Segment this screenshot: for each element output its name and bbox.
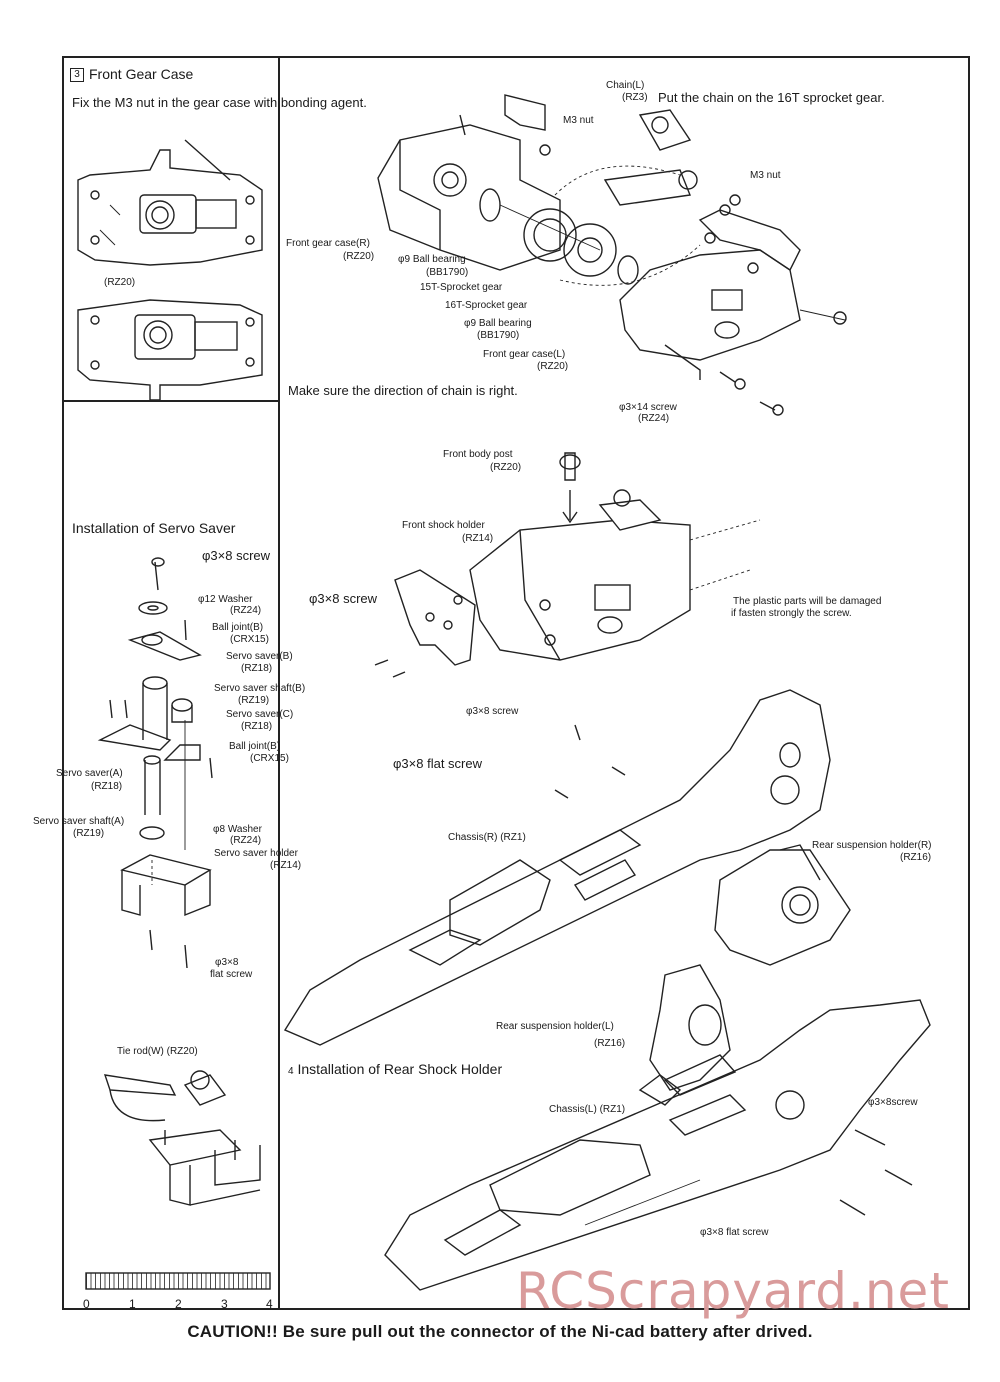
rear-holder-r-code: (RZ16) xyxy=(900,852,932,863)
washer-8-code: (RZ24) xyxy=(230,835,262,846)
front-shock-holder-code: (RZ14) xyxy=(462,533,494,544)
ball-bearing-1-label: φ9 Ball bearing xyxy=(398,254,466,265)
scale-label-1: 1 xyxy=(129,1297,136,1311)
rear-shock-title: Installation of Rear Shock Holder xyxy=(297,1061,503,1077)
gear-case-drawing-bottom xyxy=(77,299,263,401)
page-frame xyxy=(62,56,970,1310)
front-gear-case-l-code: (RZ20) xyxy=(537,361,569,372)
chain-label: Chain(L) xyxy=(606,80,645,91)
servo-saver-b-label: Servo saver(B) xyxy=(226,651,293,662)
chassis-r-flat-screw-label: φ3×8 flat screw xyxy=(393,756,482,771)
flat-screw-label: flat screw xyxy=(210,969,253,980)
rear-shock-heading: 4 Installation of Rear Shock Holder xyxy=(288,1061,502,1080)
chain-code: (RZ3) xyxy=(622,92,648,103)
scale-label-4: 4 xyxy=(266,1297,273,1311)
front-body-post-label: Front body post xyxy=(443,449,513,460)
servo-saver-heading: Installation of Servo Saver xyxy=(72,520,236,536)
gear-case-assembly-drawing xyxy=(377,94,847,416)
front-body-post-code: (RZ20) xyxy=(490,462,522,473)
plastic-warning-line-1: The plastic parts will be damaged xyxy=(733,596,882,607)
servo-saver-shaft-b-code: (RZ19) xyxy=(238,695,270,706)
servo-saver-shaft-b-label: Servo saver shaft(B) xyxy=(214,683,306,694)
rear-holder-l-code: (RZ16) xyxy=(594,1038,626,1049)
chassis-r-label: Chassis(R) (RZ1) xyxy=(448,832,526,843)
chain-direction-note: Make sure the direction of chain is righ… xyxy=(288,383,518,398)
servo-saver-shaft-a-label: Servo saver shaft(A) xyxy=(33,816,125,827)
scale-label-0: 0 xyxy=(83,1297,90,1311)
tie-rod-label: Tie rod(W) (RZ20) xyxy=(117,1046,198,1057)
ball-joint-b1-label: Ball joint(B) xyxy=(212,622,264,633)
scale-label-3: 3 xyxy=(221,1297,228,1311)
section-front-gear-case-heading: 3 Front Gear Case xyxy=(70,66,194,83)
screw-3x14-code: (RZ24) xyxy=(638,413,670,424)
front-shock-screw-label: φ3×8 screw xyxy=(309,591,378,606)
chain-instruction: Put the chain on the 16T sprocket gear. xyxy=(658,90,885,105)
servo-saver-a-label: Servo saver(A) xyxy=(56,768,123,779)
ruler-ticks xyxy=(86,1273,270,1289)
washer-12-code: (RZ24) xyxy=(230,605,262,616)
servo-saver-holder-label: Servo saver holder xyxy=(214,848,298,859)
rear-screw-label: φ3×8screw xyxy=(868,1097,918,1108)
front-gear-case-r-label: Front gear case(R) xyxy=(286,238,370,249)
step-number-4: 4 xyxy=(288,1066,294,1077)
front-gear-case-r-code: (RZ20) xyxy=(343,251,375,262)
gear-case-drawing-top xyxy=(77,139,263,266)
flat-screw-size-label: φ3×8 xyxy=(215,957,239,968)
rear-holder-r-label: Rear suspension holder(R) xyxy=(812,840,932,851)
ball-joint-b2-code: (CRX15) xyxy=(250,753,289,764)
washer-12-label: φ12 Washer xyxy=(198,594,253,605)
ball-joint-b2-label: Ball joint(B) xyxy=(229,741,281,752)
servo-saver-drawing xyxy=(97,557,213,969)
watermark: RCScrapyard.net xyxy=(516,1262,950,1320)
chassis-l-label: Chassis(L) (RZ1) xyxy=(549,1104,626,1115)
caution-notice: CAUTION!! Be sure pull out the connector… xyxy=(187,1322,813,1341)
chassis-right-drawing xyxy=(283,689,851,1046)
front-shock-holder-label: Front shock holder xyxy=(402,520,485,531)
washer-8-label: φ8 Washer xyxy=(213,824,262,835)
chassis-left-drawing xyxy=(384,964,931,1291)
front-shock-drawing xyxy=(374,452,761,678)
step-number-3: 3 xyxy=(70,68,84,83)
rear-holder-l-label: Rear suspension holder(L) xyxy=(496,1021,614,1032)
servo-saver-shaft-a-code: (RZ19) xyxy=(73,828,105,839)
ball-bearing-1-code: (BB1790) xyxy=(426,267,469,278)
chassis-r-screw-label: φ3×8 screw xyxy=(466,706,519,717)
ball-bearing-2-label: φ9 Ball bearing xyxy=(464,318,532,329)
section-title: Front Gear Case xyxy=(89,66,194,82)
ball-bearing-2-code: (BB1790) xyxy=(477,330,520,341)
ball-joint-b1-code: (CRX15) xyxy=(230,634,269,645)
m3-nut-label-2: M3 nut xyxy=(750,170,781,181)
m3-nut-label-1: M3 nut xyxy=(563,115,594,126)
bonding-instruction: Fix the M3 nut in the gear case with bon… xyxy=(72,95,367,110)
servo-screw-label: φ3×8 screw xyxy=(202,548,271,563)
rear-flat-screw-label: φ3×8 flat screw xyxy=(700,1227,769,1238)
screw-3x14-label: φ3×14 screw xyxy=(619,402,677,413)
sprocket-16t-label: 16T-Sprocket gear xyxy=(445,300,528,311)
servo-saver-c-code: (RZ18) xyxy=(241,721,273,732)
servo-saver-c-label: Servo saver(C) xyxy=(226,709,294,720)
column-divider xyxy=(278,56,280,1310)
section-divider xyxy=(62,400,279,402)
servo-saver-a-code: (RZ18) xyxy=(91,781,123,792)
scale-label-2: 2 xyxy=(175,1297,182,1311)
tie-rod-drawing xyxy=(103,1070,261,1206)
servo-saver-b-code: (RZ18) xyxy=(241,663,273,674)
front-gear-case-l-label: Front gear case(L) xyxy=(483,349,566,360)
plastic-warning-line-2: if fasten strongly the screw. xyxy=(731,608,852,619)
part-code-rz20: (RZ20) xyxy=(104,277,136,288)
sprocket-15t-label: 15T-Sprocket gear xyxy=(420,282,503,293)
servo-saver-holder-code: (RZ14) xyxy=(270,860,302,871)
